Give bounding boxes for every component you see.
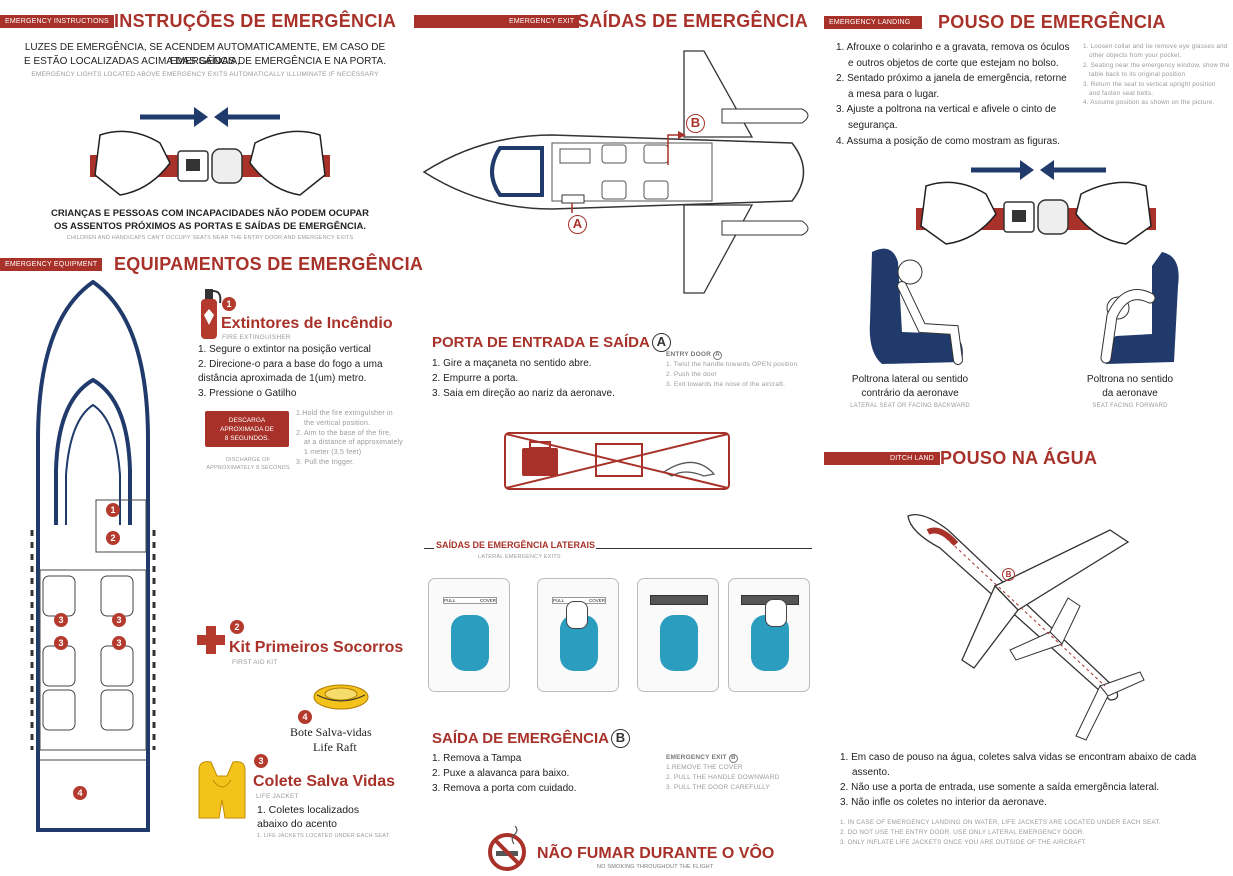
cabin-marker-3b: 3: [112, 613, 126, 627]
cabin-marker-1: 1: [106, 503, 120, 517]
no-smoking-en: NO SMOKING THROUGHOUT THE FLIGHT: [597, 864, 714, 870]
exit-panel-3: [637, 578, 719, 692]
seat-forward-label: Poltrona no sentido da aeronave: [1086, 374, 1174, 399]
entry-door-en-title: ENTRY DOOR A: [666, 350, 722, 360]
ditch-steps: 1. Em caso de pouso na água, coletes sal…: [840, 752, 1197, 808]
emergency-equipment-tag: EMERGENCY EQUIPMENT: [0, 258, 103, 271]
exit-b-en: 1.REMOVE THE COVER 2. PULL THE HANDLE DO…: [666, 764, 780, 791]
life-raft-icon: [313, 684, 369, 710]
seat-forward-en: SEAT FACING FORWARD: [1092, 403, 1168, 409]
exit-panel-4: [728, 578, 810, 692]
exit-panel-3-handle: [650, 595, 708, 605]
first-aid-title: Kit Primeiros Socorros: [229, 639, 404, 656]
first-aid-number: 2: [230, 620, 244, 634]
ditch-land-tag: DITCH LAND: [824, 452, 941, 465]
emergency-exits-title: SAÍDAS DE EMERGÊNCIA: [577, 11, 809, 31]
emergency-exit-tag: EMERGENCY EXIT: [414, 15, 580, 28]
children-warning-1: CRIANÇAS E PESSOAS COM INCAPACIDADES NÃO…: [51, 208, 369, 219]
children-warning-en: CHILDREN AND HANDICAPS CAN'T OCCUPY SEAT…: [66, 235, 354, 241]
extinguisher-steps-en: 1.Hold the fire extinguisher in the vert…: [296, 410, 403, 466]
entry-door-steps: 1. Gire a maçaneta no sentido abre. 2. E…: [432, 358, 615, 399]
lateral-exits-en: LATERAL EMERGENCY EXITS: [478, 554, 561, 560]
hands-buckle-landing-icon: [916, 160, 1156, 245]
ditch-exit-b-marker: B: [1002, 564, 1015, 582]
extinguisher-title: Extintores de Incêndio: [221, 315, 393, 332]
lateral-exits-title: SAÍDAS DE EMERGÊNCIA LATERAIS: [436, 540, 596, 550]
life-raft-title: Bote Salva-vidas: [290, 725, 372, 739]
cabin-marker-3a: 3: [54, 613, 68, 627]
hands-buckle-icon: [90, 107, 330, 196]
children-warning-2: OS ASSENTOS PRÓXIMOS AS PORTAS E SAÍDAS …: [54, 221, 366, 232]
exit-panel-4-hand: [765, 599, 787, 627]
cabin-layout-icon: [30, 280, 156, 832]
lateral-rule-left: [424, 548, 434, 549]
ditch-steps-en: 1. IN CASE OF EMERGENCY LANDING ON WATER…: [840, 819, 1161, 846]
emergency-landing-tag: EMERGENCY LANDING: [824, 16, 923, 29]
exit-panel-2-hand: [566, 601, 588, 629]
cabin-marker-3c: 3: [54, 636, 68, 650]
life-vest-title-en: LIFE JACKET: [256, 793, 299, 800]
discharge-en: DISCHARGE OF APPROXIMATELY 8 SECONDS: [206, 457, 290, 471]
life-vest-number: 3: [254, 754, 268, 768]
emergency-lights-text-2: E ESTÃO LOCALIZADAS ACIMA DAS SAÍDAS DE …: [24, 56, 386, 67]
landing-steps-en: 1. Loosen collar and tie remove eye glas…: [1083, 43, 1230, 107]
seat-backward-label: Poltrona lateral ou sentido contrário da…: [851, 374, 969, 399]
brace-position-backward-icon: [869, 248, 963, 365]
life-vest-icon: [198, 761, 246, 819]
emergency-instructions-title: INSTRUÇÕES DE EMERGÊNCIA: [114, 11, 397, 31]
exit-b-en-title: EMERGENCY EXIT B: [666, 753, 738, 763]
ditch-land-title: POUSO NA ÁGUA: [940, 448, 1098, 468]
no-smoking-icon: [488, 826, 526, 871]
ditching-aircraft-icon: [907, 513, 1145, 741]
life-vest-title: Colete Salva Vidas: [253, 773, 395, 790]
extinguisher-title-en: FIRE EXTINGUISHER: [222, 334, 291, 341]
lateral-rule-right: [596, 548, 812, 549]
cabin-marker-3d: 3: [112, 636, 126, 650]
extinguisher-number: 1: [222, 297, 236, 311]
brace-position-forward-icon: [1100, 252, 1179, 364]
exit-b-marker: B: [684, 114, 705, 133]
exit-panel-1-window: [451, 615, 489, 671]
exit-b-steps: 1. Remova a Tampa 2. Puxe a alavanca par…: [432, 753, 577, 794]
cabin-marker-2: 2: [106, 531, 120, 545]
entry-door-en: 1. Twist the handle towards OPEN positio…: [666, 361, 798, 388]
landing-steps: 1. Afrouxe o colarinho e a gravata, remo…: [836, 42, 1070, 147]
emergency-instructions-tag: EMERGENCY INSTRUCTIONS: [0, 15, 114, 28]
life-vest-line-2: abaixo do acento: [257, 818, 337, 830]
no-smoking-title: NÃO FUMAR DURANTE O VÔO: [537, 845, 775, 862]
cabin-marker-4: 4: [73, 786, 87, 800]
emergency-landing-title: POUSO DE EMERGÊNCIA: [938, 12, 1166, 32]
life-vest-en: 1. LIFE JACKETS LOCATED UNDER EACH SEAT: [257, 833, 390, 839]
life-raft-title-en: Life Raft: [313, 740, 357, 754]
fire-extinguisher-icon: [201, 289, 222, 339]
aircraft-topview-icon: [422, 50, 809, 294]
emergency-lights-text-1: LUZES DE EMERGÊNCIA, SE ACENDEM AUTOMATI…: [24, 42, 386, 67]
first-aid-title-en: FIRST AID KIT: [232, 659, 278, 666]
life-raft-number: 4: [298, 710, 312, 724]
emergency-equipment-title: EQUIPAMENTOS DE EMERGÊNCIA: [114, 254, 424, 274]
extinguisher-steps: 1. Segure o extintor na posição vertical…: [198, 344, 383, 399]
discharge-badge: DESCARGA APROXIMADA DE 8 SEGUNDOS.: [205, 411, 289, 447]
first-aid-cross-icon: [197, 626, 225, 654]
emergency-lights-text-en: EMERGENCY LIGHTS LOCATED ABOVE EMERGENCY…: [31, 71, 379, 78]
seat-backward-en: LATERAL SEAT OR FACING BACKWARD: [850, 403, 970, 409]
no-baggage-icon: [504, 432, 730, 490]
life-vest-line-1: 1. Coletes localizados: [257, 804, 360, 816]
exit-a-marker: A: [566, 215, 587, 234]
exit-panel-3-window: [660, 615, 698, 671]
